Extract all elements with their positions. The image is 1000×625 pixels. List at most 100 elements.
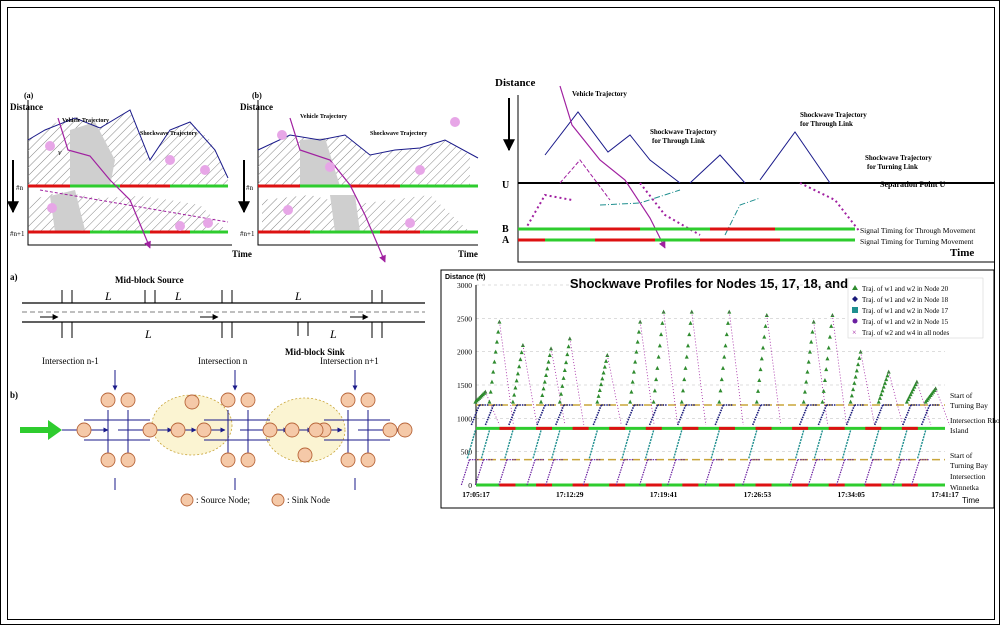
chart-node17-trace bbox=[621, 430, 631, 459]
chart-node20-marker bbox=[679, 399, 684, 404]
chart-node20-marker bbox=[684, 354, 689, 359]
panel-b-row-n: #n bbox=[246, 184, 254, 192]
chart-node17-trace bbox=[795, 430, 805, 459]
chart-node20-marker bbox=[660, 320, 665, 325]
chart-node20-marker bbox=[880, 388, 885, 393]
chart-w2w4-trace bbox=[663, 311, 678, 426]
chart-node20-marker bbox=[629, 389, 634, 394]
legend-label: Traj. of w1 and w2 in Node 15 bbox=[862, 318, 949, 326]
panel-a-shaded-lower bbox=[50, 190, 85, 232]
chart-node20-marker bbox=[876, 399, 881, 404]
network-b-links bbox=[62, 370, 401, 490]
chart-node18-trace bbox=[555, 404, 565, 426]
panel-c-shock-2 bbox=[689, 154, 746, 184]
chart-node15-trace bbox=[836, 459, 846, 486]
chart-node15-trace bbox=[892, 459, 902, 486]
network-a-link-1: L bbox=[104, 289, 112, 303]
chart-y-tick-label: 1000 bbox=[457, 414, 472, 423]
chart-node15-trace bbox=[807, 459, 818, 486]
chart-node20-marker bbox=[491, 369, 496, 374]
panel-c-xlabel: Time bbox=[950, 247, 974, 259]
chart-node15-trace bbox=[742, 459, 752, 486]
network-b-sink-legend: : Sink Node bbox=[287, 495, 330, 505]
panel-c-shock-through-2b: for Through Link bbox=[800, 120, 853, 128]
panel-b-row-n1: #n+1 bbox=[240, 230, 255, 238]
chart-node20-marker bbox=[597, 388, 602, 392]
panel-b-shockwave-line bbox=[257, 134, 479, 159]
chart-node20-marker bbox=[562, 368, 567, 372]
chart-node15-trace bbox=[639, 459, 649, 486]
chart-node20-marker bbox=[810, 329, 815, 334]
chart-y-tick-label: 2000 bbox=[457, 348, 472, 357]
chart-node20-marker bbox=[854, 368, 859, 373]
chart-node20-marker bbox=[804, 379, 809, 384]
chart-node20-marker bbox=[633, 359, 638, 364]
chart-node20-marker bbox=[518, 357, 523, 362]
chart-node17-trace bbox=[673, 430, 683, 459]
chart-node18-trace bbox=[648, 404, 659, 426]
chart-node15-trace bbox=[460, 459, 470, 486]
chart-node20-marker bbox=[719, 377, 724, 382]
chart-node20-marker bbox=[879, 392, 884, 397]
legend-label: Traj. of w1 and w2 in Node 17 bbox=[862, 307, 949, 315]
network-b-green-arrow-head bbox=[48, 420, 62, 440]
panel-c-teal-dash bbox=[724, 197, 761, 236]
chart-node20-marker bbox=[564, 360, 569, 365]
panel-c-shock-through-1a: Shockwave Trajectory bbox=[650, 128, 717, 136]
chart-node17-trace bbox=[504, 430, 514, 459]
chart-node20-marker bbox=[852, 380, 857, 385]
panel-b-shaded-queue bbox=[300, 138, 340, 186]
chart-node20-marker bbox=[600, 376, 605, 381]
chart-node20-marker bbox=[805, 369, 810, 374]
chart-node20-marker bbox=[496, 329, 501, 334]
network-a-link-3: L bbox=[294, 289, 302, 303]
chart-node15-trace bbox=[498, 459, 508, 486]
network-a-link-labels: L L L L L bbox=[104, 289, 337, 341]
panel-a-vehicle-traj-label: Vehicle Trajectory bbox=[62, 118, 109, 124]
chart-node20-marker bbox=[848, 399, 853, 404]
chart-right-label: Start of bbox=[950, 451, 973, 460]
network-b-intersection-1: Intersection n-1 bbox=[42, 356, 99, 366]
chart-node20-marker bbox=[911, 387, 916, 392]
chart-node20-marker bbox=[493, 349, 498, 354]
chart-node15-trace bbox=[704, 459, 714, 486]
chart-node18-trace bbox=[592, 404, 603, 426]
chart-x-tick-label: 17:34:05 bbox=[837, 490, 865, 499]
chart-y-tick-label: 3000 bbox=[457, 281, 472, 290]
chart-node20-marker bbox=[825, 356, 830, 361]
panel-a-shock-traj-label: Shockwave Trajectory bbox=[140, 131, 197, 137]
chart-node20-marker bbox=[717, 399, 722, 404]
chart-node20-marker bbox=[651, 399, 656, 404]
chart-node20-marker bbox=[565, 352, 570, 357]
chart-node20-marker bbox=[884, 377, 889, 382]
chart-node17-trace bbox=[644, 430, 655, 459]
chart-node20-marker bbox=[599, 382, 604, 387]
chart-node20-marker bbox=[809, 339, 814, 344]
network-a-cross-streets bbox=[61, 290, 383, 338]
chart-node20-marker bbox=[759, 356, 764, 361]
chart-node20-marker bbox=[885, 373, 890, 378]
panel-c-vehicle-trajectory bbox=[559, 85, 666, 249]
chart-node20-marker bbox=[724, 332, 729, 337]
panel-b-hatched-lower bbox=[262, 195, 470, 232]
chart-node20-marker bbox=[882, 380, 887, 385]
panel-b-vehicle-trajectory bbox=[289, 117, 386, 263]
chart-node20-marker bbox=[557, 399, 562, 404]
chart-ylabel: Distance (ft) bbox=[445, 274, 485, 281]
chart-node20-marker bbox=[853, 374, 858, 379]
chart-node18-trace bbox=[536, 404, 546, 426]
chart-right-label: Turning Bay bbox=[950, 401, 988, 410]
chart-node20-marker bbox=[494, 339, 499, 344]
panel-b-state-bubbles bbox=[277, 117, 460, 228]
chart-node20-marker bbox=[631, 369, 636, 374]
chart-node17-trace bbox=[588, 430, 598, 459]
panel-c-shock-1 bbox=[544, 111, 681, 184]
chart-node20-marker bbox=[544, 373, 549, 377]
chart-node15-trace bbox=[864, 459, 874, 486]
chart-node20-marker bbox=[726, 320, 731, 325]
network-b-sink-legend-icon bbox=[271, 493, 285, 507]
panel-c-dotted-1 bbox=[639, 182, 701, 236]
chart-node20-marker bbox=[604, 358, 609, 363]
panel-a-dashed-traj bbox=[39, 189, 229, 223]
